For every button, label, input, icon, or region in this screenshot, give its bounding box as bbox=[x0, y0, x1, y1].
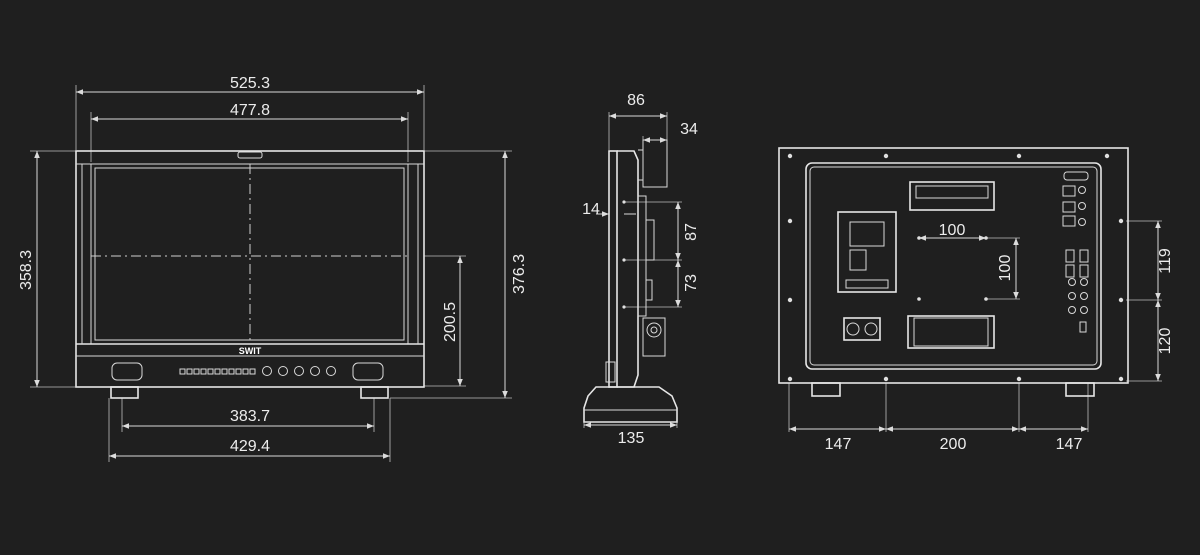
front-button bbox=[221, 368, 228, 375]
rear-foot-left bbox=[811, 382, 841, 397]
battery-plate bbox=[837, 211, 897, 293]
rear-screw bbox=[787, 297, 793, 303]
rear-screw bbox=[787, 153, 793, 159]
rear-screw bbox=[1118, 297, 1124, 303]
side-base bbox=[583, 386, 678, 423]
dim-right-lower: 120 bbox=[1157, 328, 1174, 355]
rear-port bbox=[1079, 321, 1087, 333]
rear-jack bbox=[1068, 306, 1076, 314]
front-button bbox=[214, 368, 221, 375]
rear-screw bbox=[1118, 218, 1124, 224]
foot-right bbox=[360, 386, 389, 399]
rear-screws bbox=[787, 153, 1124, 382]
front-button bbox=[228, 368, 235, 375]
side-panel bbox=[608, 150, 618, 388]
dim-bottom-right: 147 bbox=[1056, 436, 1083, 453]
rear-port bbox=[1062, 201, 1076, 213]
speaker-grille-right bbox=[352, 362, 384, 381]
side-connector bbox=[642, 317, 666, 357]
dim-upper: 87 bbox=[683, 223, 700, 241]
rear-screw bbox=[883, 153, 889, 159]
rear-screw bbox=[787, 376, 793, 382]
front-button bbox=[179, 368, 186, 375]
speaker-grille-left bbox=[111, 362, 143, 381]
rear-jack bbox=[1068, 278, 1076, 286]
rear-jack bbox=[1080, 306, 1088, 314]
rear-handle bbox=[909, 181, 995, 211]
rear-screw bbox=[1016, 153, 1022, 159]
dim-offset: 14 bbox=[582, 201, 600, 218]
dim-depth: 86 bbox=[627, 92, 645, 109]
rear-screw bbox=[1118, 376, 1124, 382]
dim-overall-height: 376.3 bbox=[511, 254, 528, 294]
dim-height: 358.3 bbox=[18, 250, 35, 290]
brand-logo: SWIT bbox=[239, 346, 262, 356]
rear-screw bbox=[787, 218, 793, 224]
xlr-connectors bbox=[843, 317, 881, 341]
rear-screw bbox=[883, 376, 889, 382]
front-knob bbox=[294, 366, 304, 376]
dim-foot-inner: 383.7 bbox=[230, 408, 270, 425]
front-knob bbox=[278, 366, 288, 376]
front-button bbox=[242, 368, 249, 375]
rear-port bbox=[1079, 249, 1089, 263]
front-knob bbox=[310, 366, 320, 376]
rear-port bbox=[1062, 185, 1076, 197]
dim-overall-width: 525.3 bbox=[230, 75, 270, 92]
front-button bbox=[200, 368, 207, 375]
dim-vesa-v: 100 bbox=[997, 255, 1014, 282]
rear-view: 100 100 119 120 147 200 147 bbox=[778, 147, 1174, 453]
front-button bbox=[235, 368, 242, 375]
monitor-bezel bbox=[75, 150, 425, 388]
rear-jack bbox=[1078, 202, 1086, 210]
rear-panel bbox=[805, 162, 1102, 370]
dim-back-box: 34 bbox=[680, 121, 698, 138]
dim-screen-width: 477.8 bbox=[230, 102, 270, 119]
rear-foot-right bbox=[1065, 382, 1095, 397]
rear-jack bbox=[1078, 218, 1086, 226]
rear-jack bbox=[1080, 278, 1088, 286]
rear-jack bbox=[1080, 292, 1088, 300]
power-module bbox=[907, 315, 995, 349]
dim-right-upper: 119 bbox=[1157, 248, 1174, 274]
dim-lower: 73 bbox=[683, 274, 700, 292]
front-view: SWIT 525.3 477.8 358.3 376.3 200.5 383.7… bbox=[18, 75, 528, 462]
front-knob bbox=[326, 366, 336, 376]
rear-port bbox=[1079, 264, 1089, 278]
dim-foot-outer: 429.4 bbox=[230, 438, 270, 455]
rear-screw bbox=[1104, 153, 1110, 159]
rear-screw bbox=[1016, 376, 1022, 382]
dim-base: 135 bbox=[618, 430, 645, 447]
side-view: 86 34 14 87 73 135 bbox=[582, 92, 700, 447]
front-button bbox=[193, 368, 200, 375]
dim-mount-height: 200.5 bbox=[442, 302, 459, 342]
front-button bbox=[207, 368, 214, 375]
rear-jack bbox=[1068, 292, 1076, 300]
rear-ports bbox=[1062, 185, 1089, 333]
rear-port bbox=[1065, 264, 1075, 278]
side-back-box bbox=[642, 139, 668, 188]
front-knob bbox=[262, 366, 272, 376]
dim-vesa-h: 100 bbox=[939, 222, 966, 239]
rear-port bbox=[1065, 249, 1075, 263]
front-button bbox=[249, 368, 256, 375]
rear-port bbox=[1062, 215, 1076, 227]
foot-left bbox=[110, 386, 139, 399]
rear-jack bbox=[1078, 186, 1086, 194]
front-button bbox=[186, 368, 193, 375]
dim-bottom-mid: 200 bbox=[940, 436, 967, 453]
dim-bottom-left: 147 bbox=[825, 436, 852, 453]
front-buttons bbox=[179, 366, 336, 376]
rear-frame bbox=[778, 147, 1129, 384]
